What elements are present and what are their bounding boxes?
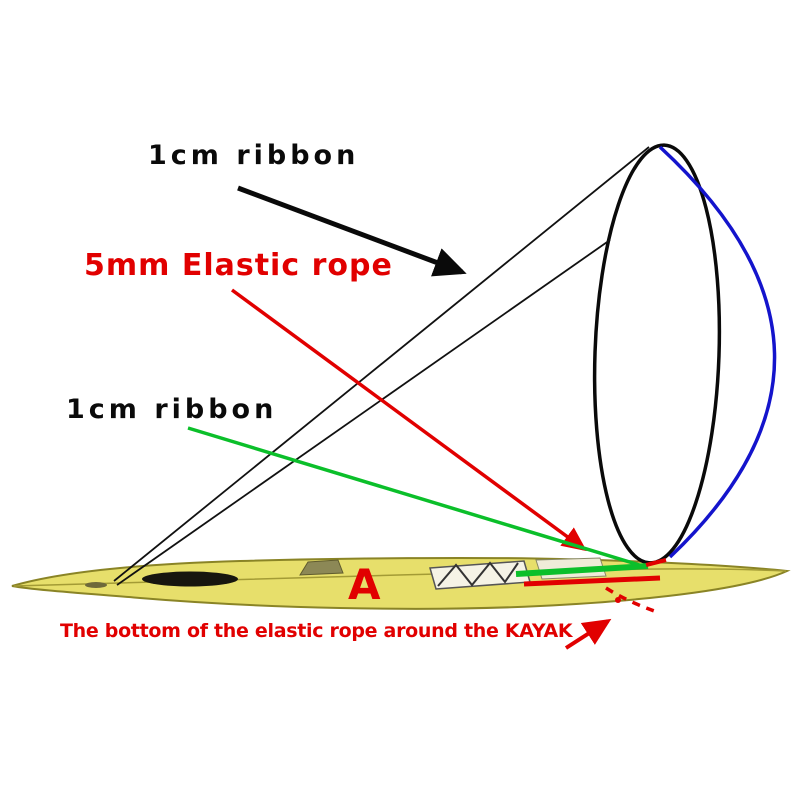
red-dashed-rope-under-hull <box>605 586 661 615</box>
label-elastic-rope: 5mm Elastic rope <box>84 248 393 283</box>
ribbon-top-arrow <box>237 185 467 277</box>
label-ribbon-bottom: 1cm ribbon <box>66 394 278 425</box>
green-ribbon-band <box>515 563 649 577</box>
kayak-hull <box>11 556 791 610</box>
elastic-rope-leader <box>230 288 587 552</box>
caption-arrow <box>564 618 612 650</box>
ring-black-ellipse <box>592 143 722 565</box>
label-ribbon-top: 1cm ribbon <box>148 140 360 171</box>
deck-rigging <box>515 558 667 615</box>
red-elastic-tip <box>645 558 667 567</box>
label-caption: The bottom of the elastic rope around th… <box>60 620 573 642</box>
annotation-arrows <box>187 185 647 650</box>
label-marker-a: A <box>348 560 381 609</box>
red-elastic-band <box>523 575 661 587</box>
ribbon-bottom-leader <box>187 426 647 569</box>
ring-blue-arc <box>658 145 777 559</box>
ribbon-lines <box>113 146 650 586</box>
kayak-cockpit <box>142 571 238 587</box>
kayak-hatch-zigzag <box>437 561 519 587</box>
ribbon-line-lower <box>116 239 611 586</box>
kayak-bow-detail <box>85 582 107 588</box>
ribbon-line-upper <box>113 146 650 582</box>
kayak-seatback <box>299 559 344 576</box>
hoop-ring <box>592 143 777 565</box>
red-rope-dot <box>615 597 621 603</box>
